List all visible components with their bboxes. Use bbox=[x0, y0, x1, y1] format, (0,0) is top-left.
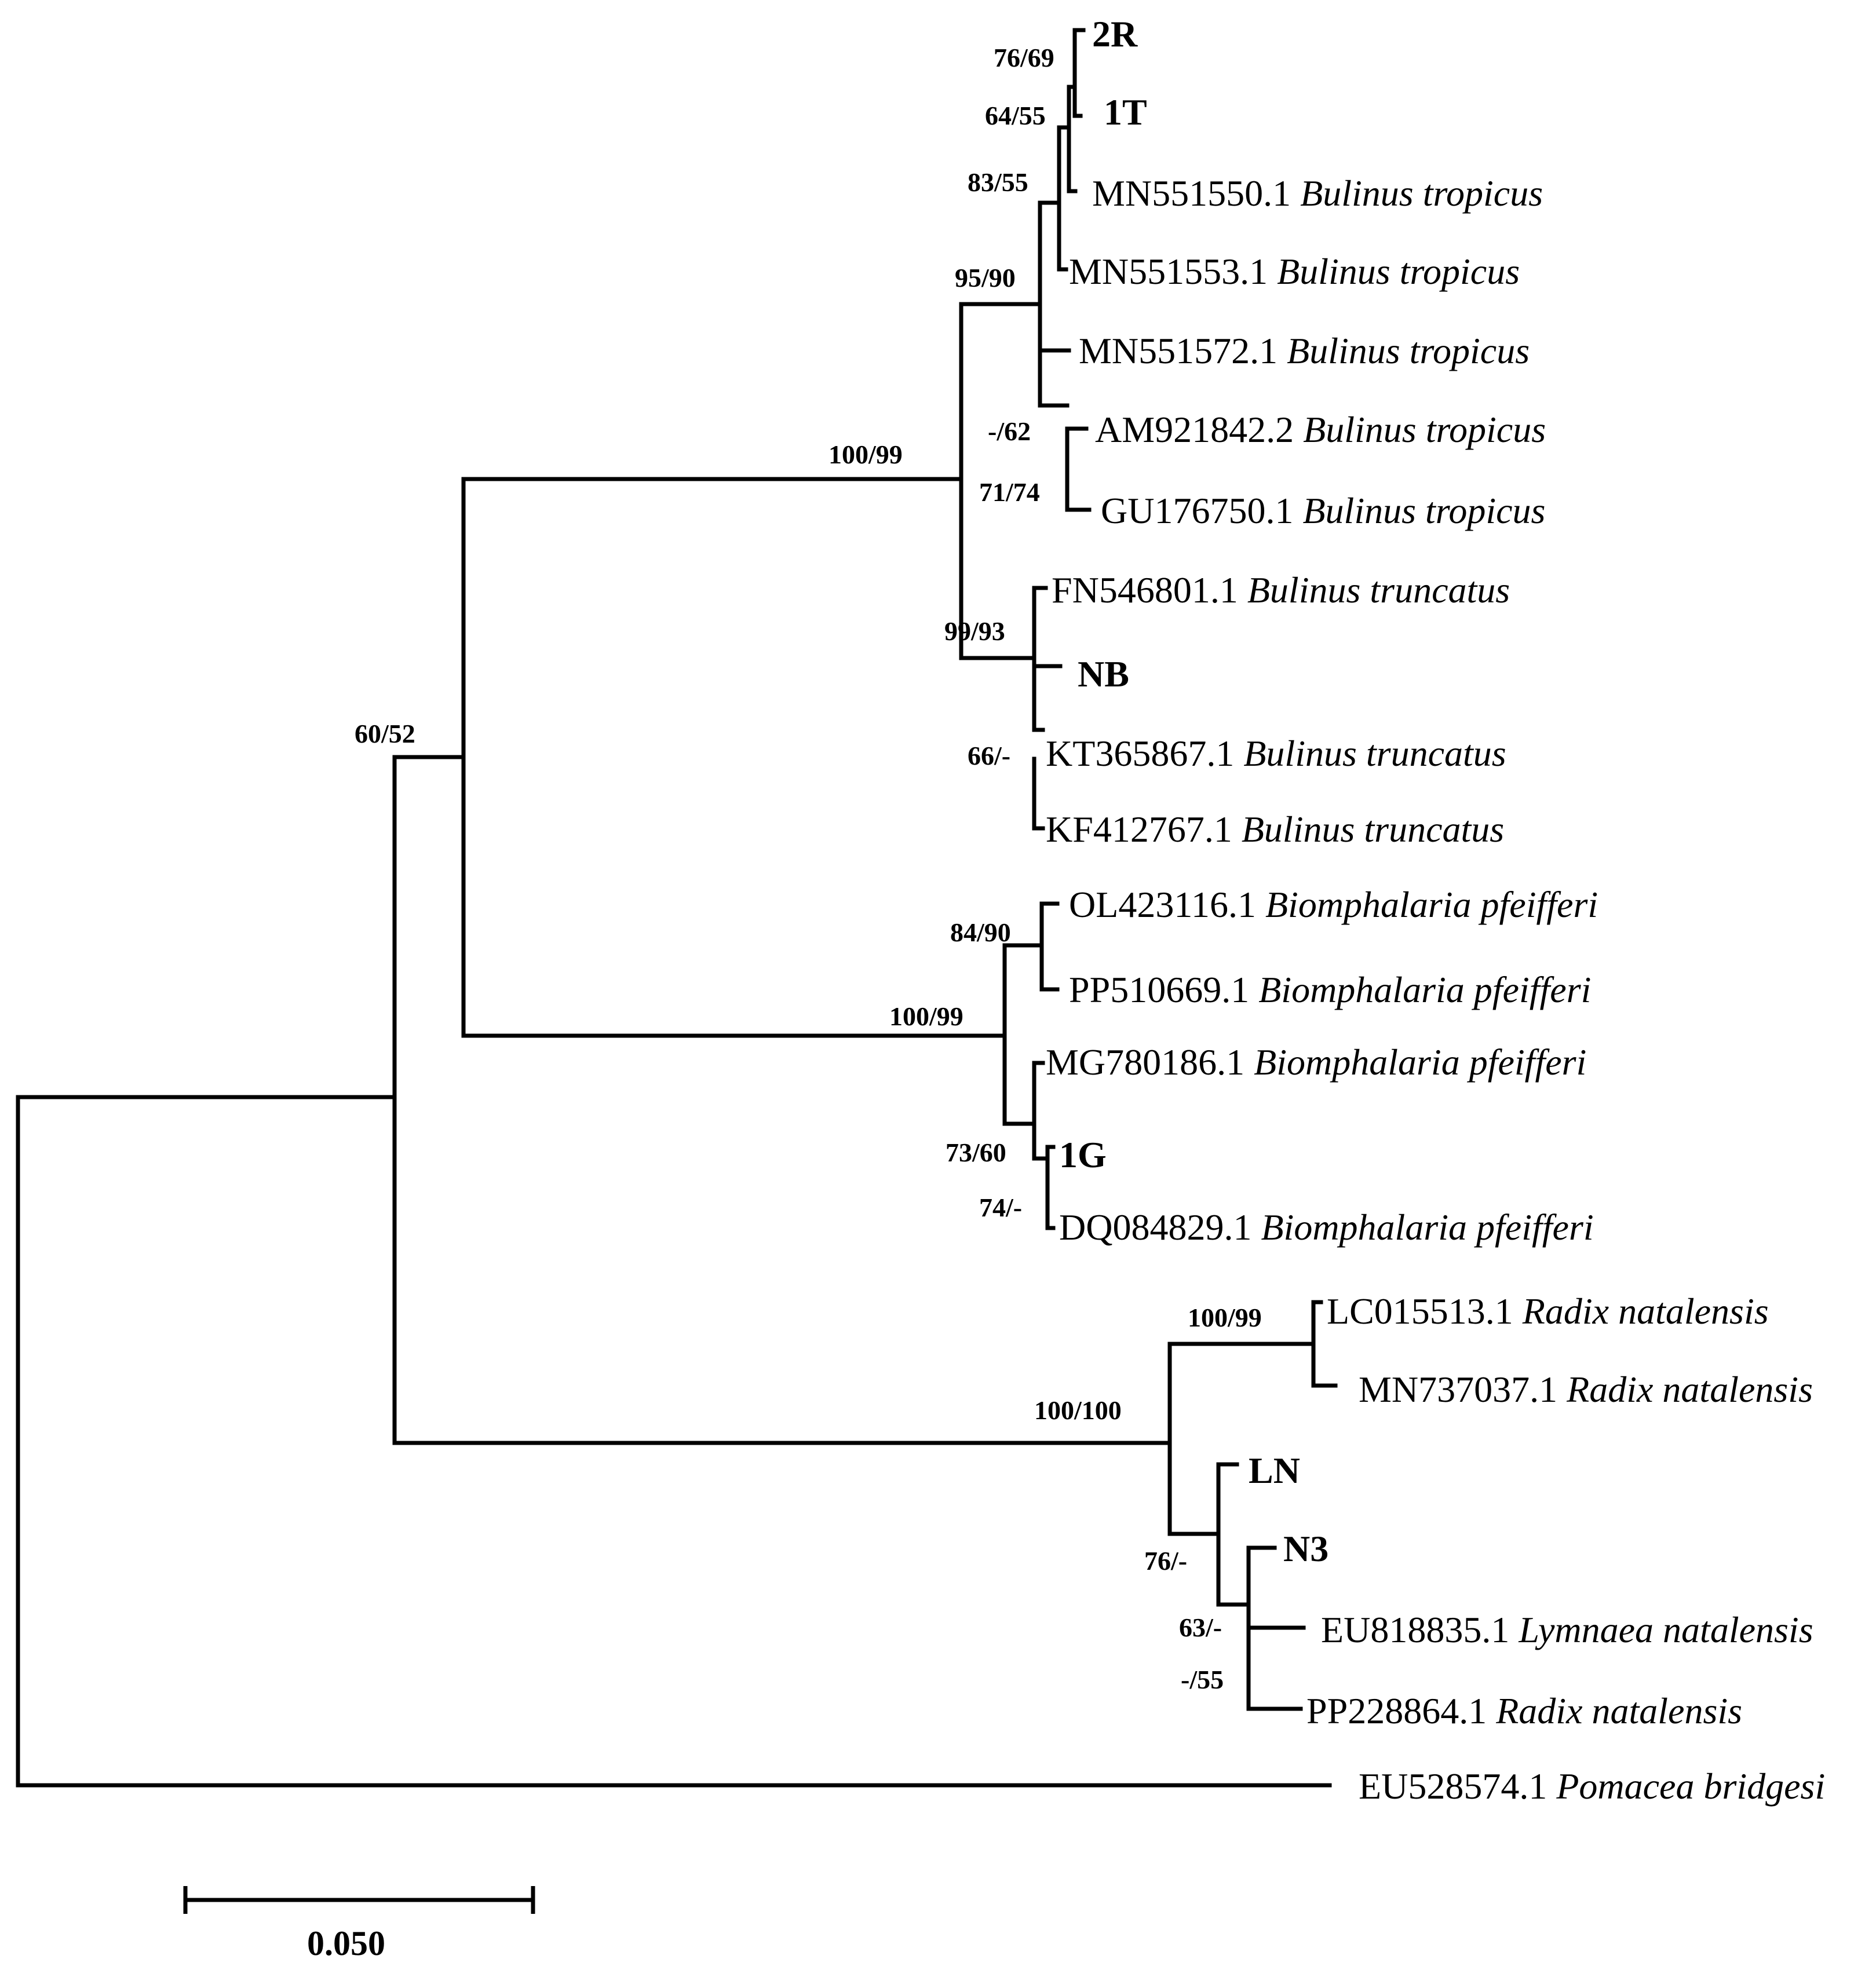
support-value: 73/60 bbox=[946, 1138, 1006, 1167]
scale-bar-label: 0.050 bbox=[307, 1924, 385, 1963]
tip-label: 1G bbox=[1059, 1134, 1107, 1175]
support-value: 60/52 bbox=[355, 719, 415, 748]
support-value: -/62 bbox=[988, 416, 1031, 446]
support-value: 100/99 bbox=[828, 440, 903, 469]
support-value: 100/100 bbox=[1034, 1395, 1122, 1425]
tip-label: 1T bbox=[1104, 92, 1147, 133]
tip-label: AM921842.2 Bulinus tropicus bbox=[1095, 409, 1546, 450]
tip-label: 2R bbox=[1092, 13, 1138, 54]
tip-label: DQ084829.1 Biomphalaria pfeifferi bbox=[1059, 1207, 1594, 1248]
tip-label: MN551572.1 Bulinus tropicus bbox=[1079, 330, 1530, 371]
support-values: 76/69 64/55 83/55 95/90 -/62 71/74 100/9… bbox=[355, 43, 1262, 1694]
tip-label: N3 bbox=[1283, 1528, 1328, 1569]
tip-label: LN bbox=[1249, 1450, 1300, 1491]
tip-label: MG780186.1 Biomphalaria pfeifferi bbox=[1046, 1042, 1586, 1083]
support-value: 71/74 bbox=[979, 477, 1040, 507]
tip-label: EU528574.1 Pomacea bridgesi bbox=[1359, 1766, 1825, 1807]
support-value: 100/99 bbox=[1188, 1303, 1262, 1332]
support-value: 99/93 bbox=[944, 616, 1005, 646]
support-value: 74/- bbox=[979, 1193, 1022, 1222]
support-value: 83/55 bbox=[968, 167, 1028, 197]
tree-branches bbox=[16, 28, 1338, 1788]
support-value: 100/99 bbox=[889, 1002, 963, 1031]
support-value: 84/90 bbox=[950, 918, 1011, 947]
scale-bar: 0.050 bbox=[183, 1886, 535, 1963]
tip-label: PP510669.1 Biomphalaria pfeifferi bbox=[1069, 969, 1591, 1010]
support-value: 66/- bbox=[968, 741, 1010, 770]
support-value: 76/- bbox=[1144, 1546, 1187, 1576]
tip-label: KF412767.1 Bulinus truncatus bbox=[1046, 809, 1504, 850]
tip-label: FN546801.1 Bulinus truncatus bbox=[1052, 569, 1510, 611]
tip-label: MN737037.1 Radix natalensis bbox=[1359, 1369, 1813, 1410]
tip-label: MN551550.1 Bulinus tropicus bbox=[1092, 173, 1543, 214]
tip-label: GU176750.1 Bulinus tropicus bbox=[1101, 490, 1545, 531]
tip-label: EU818835.1 Lymnaea natalensis bbox=[1321, 1609, 1813, 1650]
support-value: 95/90 bbox=[955, 263, 1016, 293]
tip-label: OL423116.1 Biomphalaria pfeifferi bbox=[1069, 884, 1598, 925]
tip-labels: 2R 1T MN551550.1 Bulinus tropicus MN5515… bbox=[1046, 13, 1825, 1807]
support-value: 63/- bbox=[1179, 1613, 1222, 1642]
tip-label: PP228864.1 Radix natalensis bbox=[1306, 1690, 1742, 1731]
tip-label: KT365867.1 Bulinus truncatus bbox=[1046, 733, 1506, 774]
support-value: 76/69 bbox=[994, 43, 1054, 72]
tip-label: LC015513.1 Radix natalensis bbox=[1327, 1291, 1769, 1332]
support-value: 64/55 bbox=[985, 101, 1046, 130]
tip-label: NB bbox=[1078, 653, 1129, 695]
support-value: -/55 bbox=[1181, 1665, 1224, 1694]
tip-label: MN551553.1 Bulinus tropicus bbox=[1069, 251, 1520, 292]
